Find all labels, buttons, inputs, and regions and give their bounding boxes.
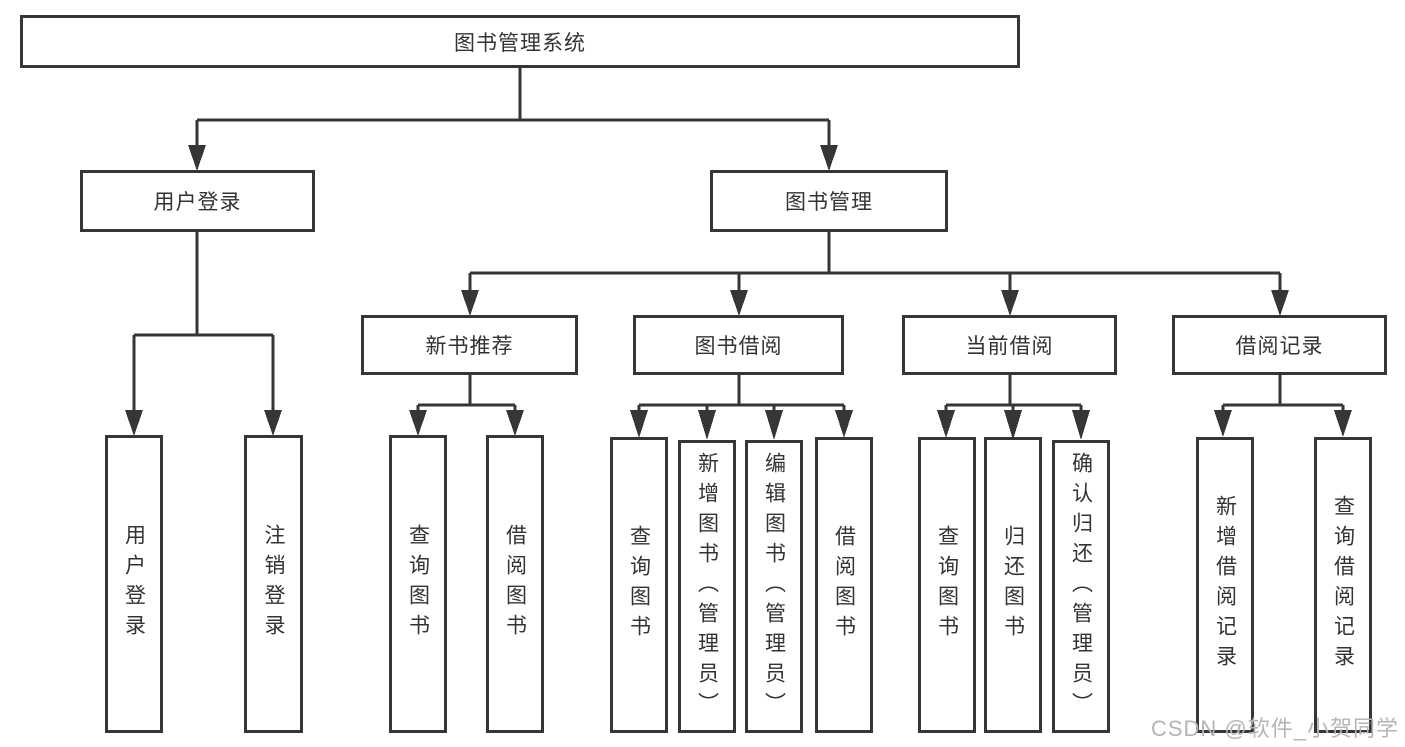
watermark: CSDN @软件_小贺同学 bbox=[1150, 716, 1399, 741]
leaf-query-books-current: 查询图书 bbox=[918, 437, 976, 733]
leaf-return-books: 归还图书 bbox=[984, 437, 1042, 733]
leaf-label: 查询图书 bbox=[627, 525, 651, 645]
leaf-borrow-books-recommend: 借阅图书 bbox=[486, 435, 544, 733]
node-library-system: 图书管理系统 bbox=[20, 15, 1020, 68]
leaf-query-books-recommend: 查询图书 bbox=[389, 435, 447, 733]
leaf-label: 借阅图书 bbox=[503, 524, 527, 644]
leaf-label: 借阅图书 bbox=[832, 525, 856, 645]
node-label: 用户登录 bbox=[153, 191, 242, 214]
leaf-label: 新增图书（管理员） bbox=[695, 451, 719, 722]
leaf-user-login: 用户登录 bbox=[105, 435, 163, 733]
node-label: 图书管理 bbox=[785, 191, 873, 214]
arrowheads bbox=[125, 145, 1352, 440]
node-label: 图书借阅 bbox=[694, 335, 783, 358]
node-borrow-records: 借阅记录 bbox=[1172, 315, 1387, 375]
node-current-borrow: 当前借阅 bbox=[902, 315, 1117, 375]
leaf-query-books-borrow: 查询图书 bbox=[610, 437, 668, 733]
node-label: 当前借阅 bbox=[965, 335, 1054, 358]
leaf-label: 编辑图书（管理员） bbox=[762, 451, 786, 722]
leaf-confirm-return-admin: 确认归还（管理员） bbox=[1052, 440, 1110, 733]
leaf-borrow-books-2: 借阅图书 bbox=[815, 437, 873, 733]
node-label: 新书推荐 bbox=[425, 335, 514, 358]
node-new-book-recommend: 新书推荐 bbox=[361, 315, 578, 375]
leaf-label: 注销登录 bbox=[262, 524, 286, 644]
node-book-borrow: 图书借阅 bbox=[633, 315, 844, 375]
leaf-label: 查询图书 bbox=[406, 524, 430, 644]
leaf-add-books-admin: 新增图书（管理员） bbox=[678, 440, 736, 733]
leaf-edit-books-admin: 编辑图书（管理员） bbox=[745, 440, 803, 733]
leaf-label: 用户登录 bbox=[122, 524, 146, 644]
leaf-label: 新增借阅记录 bbox=[1213, 495, 1237, 675]
leaf-label: 归还图书 bbox=[1001, 525, 1025, 645]
leaf-query-borrow-record: 查询借阅记录 bbox=[1314, 437, 1372, 733]
leaf-label: 查询图书 bbox=[935, 525, 959, 645]
leaf-add-borrow-record: 新增借阅记录 bbox=[1196, 437, 1254, 733]
leaf-logout-login: 注销登录 bbox=[244, 435, 303, 733]
node-book-management: 图书管理 bbox=[710, 170, 948, 232]
leaf-label: 查询借阅记录 bbox=[1331, 495, 1355, 675]
node-label: 图书管理系统 bbox=[454, 31, 586, 55]
node-label: 借阅记录 bbox=[1235, 335, 1324, 358]
node-user-login: 用户登录 bbox=[80, 170, 315, 232]
leaf-label: 确认归还（管理员） bbox=[1069, 451, 1093, 722]
